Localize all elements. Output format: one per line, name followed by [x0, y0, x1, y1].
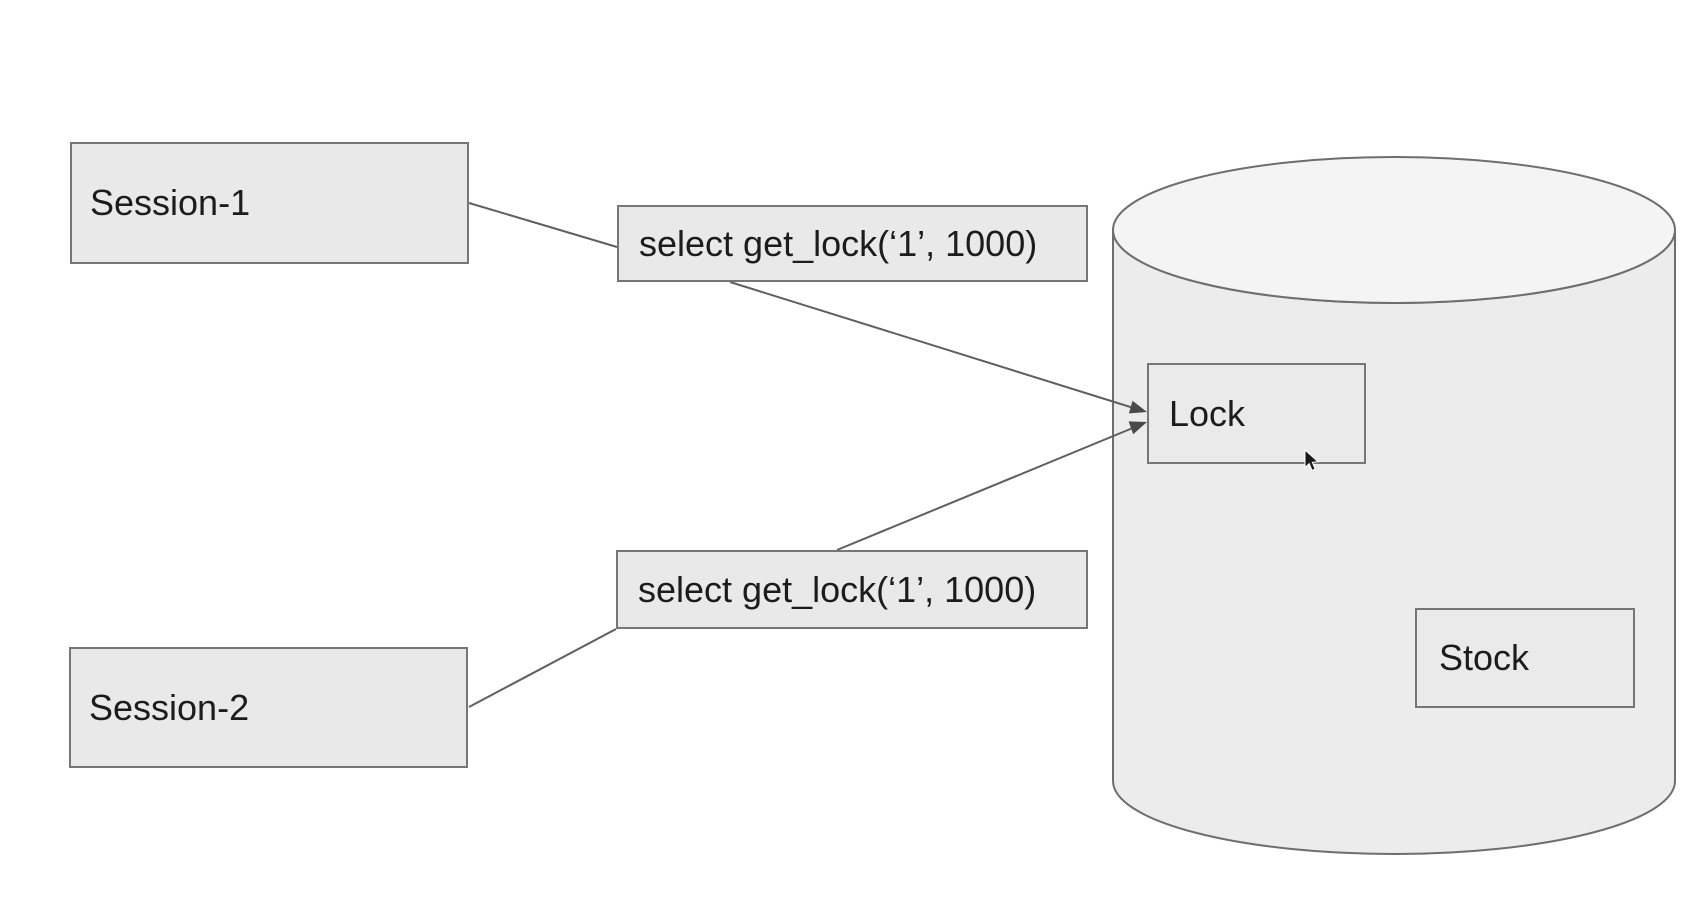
node-session-1[interactable]: Session-1: [70, 142, 469, 264]
node-query-get-lock-1[interactable]: select get_lock(‘1’, 1000): [617, 205, 1088, 282]
connector-session2-query2[interactable]: [468, 628, 617, 708]
connector-query2-lock[interactable]: [836, 424, 1141, 551]
node-session-1-label: Session-1: [90, 182, 251, 224]
node-query-get-lock-2-label: select get_lock(‘1’, 1000): [638, 568, 1037, 610]
node-session-2-label: Session-2: [89, 686, 250, 728]
connector-query1-lock[interactable]: [729, 281, 1141, 411]
node-stock-table[interactable]: Stock: [1415, 608, 1635, 708]
connector-session1-query1[interactable]: [468, 202, 618, 248]
arrowhead-query1-lock-icon: [1128, 400, 1147, 414]
node-lock-table-label: Lock: [1169, 392, 1246, 434]
node-stock-table-label: Stock: [1439, 637, 1530, 679]
node-query-get-lock-1-label: select get_lock(‘1’, 1000): [639, 222, 1038, 264]
node-lock-table[interactable]: Lock: [1147, 363, 1366, 464]
arrowhead-query2-lock-icon: [1128, 421, 1147, 435]
node-session-2[interactable]: Session-2: [69, 647, 468, 768]
node-query-get-lock-2[interactable]: select get_lock(‘1’, 1000): [616, 550, 1088, 629]
database-cylinder-top-icon[interactable]: [1112, 156, 1676, 304]
database-cylinder-icon[interactable]: [1112, 229, 1676, 855]
